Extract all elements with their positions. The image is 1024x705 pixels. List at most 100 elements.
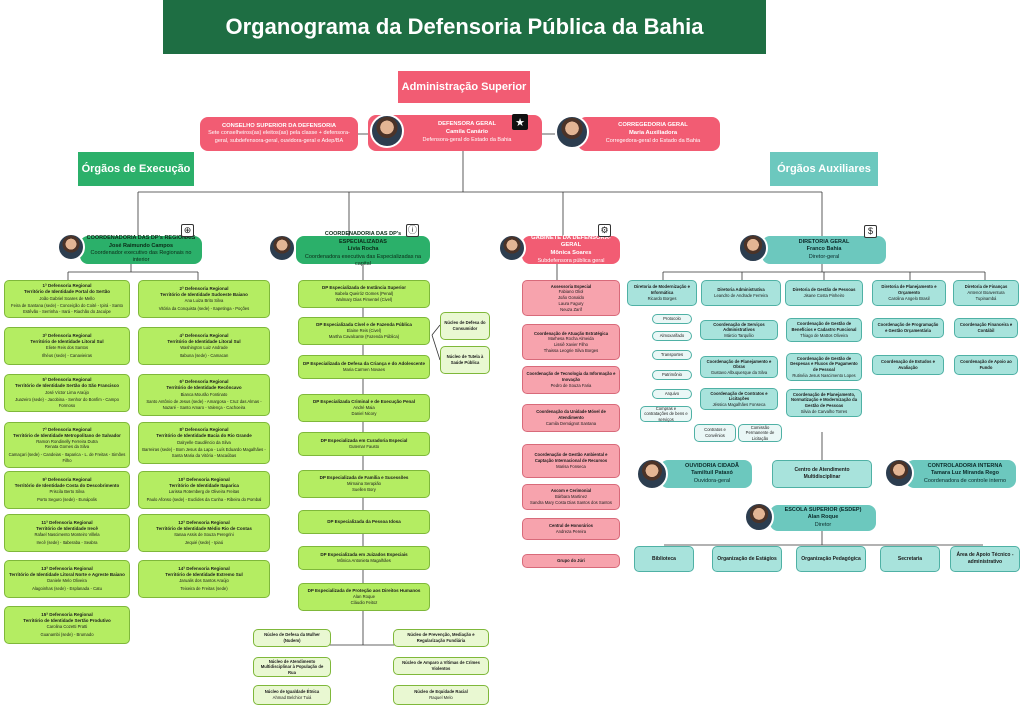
adm-patrimonio: Patrimônio — [652, 370, 692, 380]
especializada-item: DP Especializada de Defesa da Criança e … — [298, 355, 430, 379]
nucleo-saude: Núcleo de Tutela à Saúde Pública — [440, 346, 490, 374]
cde-name: Lívia Rocha — [347, 246, 379, 253]
gabinete-title: GABINETE DA DEFENSORA-GERAL — [531, 234, 611, 249]
corregedoria-title: CORREGEDORIA GERAL — [618, 122, 688, 129]
gp-coord-beneficios: Coordenação de Gestão de Benefícios e Ca… — [786, 318, 862, 342]
especializada-item: DP Especializada da Pessoa Idosa — [298, 510, 430, 534]
cdri-title: COORDENADORIA DAS DP's REGIONAIS — [86, 235, 196, 242]
diretoria-role: Diretor-geral — [808, 253, 840, 260]
nucleo-nudem: Núcleo de Defesa da Mulher (Nudem) — [253, 629, 331, 647]
adm-contratos-convenios: Contratos e Convênios — [694, 424, 736, 442]
cdri-avatar — [57, 233, 85, 261]
corregedoria-box: CORREGEDORIA GERAL Maria Auxiliadora Cor… — [578, 117, 720, 151]
diretoria-title: DIRETORIA GERAL — [798, 238, 850, 245]
info-icon: ⓘ — [406, 224, 419, 237]
orgaos-auxiliares-header: Órgãos Auxiliares — [770, 152, 878, 186]
escola-pedagogica: Organização Pedagógica — [796, 546, 866, 572]
po-coord-estudos: Coordenação de Estudos e Avaliação — [872, 355, 944, 375]
star-icon: ★ — [512, 114, 528, 130]
gabinete-item: Coordenação da Unidade Móvel de Atendime… — [522, 404, 620, 432]
dollar-icon: $ — [864, 225, 877, 238]
defensora-name: Camila Canário — [445, 129, 489, 136]
cdri-box: COORDENADORIA DAS DP's REGIONAIS José Ra… — [80, 235, 202, 264]
adm-comissao-licitacao: Comissão Permanente de Licitação — [738, 424, 782, 442]
adm-protocolo: Protocolo — [652, 314, 692, 324]
orgaos-execucao-header: Órgãos de Execução — [78, 152, 194, 186]
adm-transportes: Transportes — [652, 350, 692, 360]
gabinete-item: Grupo do Júri — [522, 554, 620, 568]
centro-atendimento-box: Centro de Atendimento Multidisciplinar — [772, 460, 872, 488]
controladoria-avatar — [884, 458, 914, 488]
defensora-role: Defensora-geral do Estado da Bahia — [422, 137, 512, 144]
diretoria-name: Franco Bahia — [806, 246, 842, 253]
fin-coord-financeira: Coordenação Financeira e Contábil — [954, 318, 1018, 338]
escola-biblioteca: Biblioteca — [634, 546, 694, 572]
ouvidoria-avatar — [636, 458, 668, 490]
gp-coord-planejamento: Coordenação de Planejamento, Normatizaçã… — [786, 389, 862, 417]
escola-box: ESCOLA SUPERIOR (ESDEP) Alan Roque Diret… — [770, 505, 876, 531]
conselho-title: CONSELHO SUPERIOR DA DEFENSORIA — [221, 122, 337, 129]
diretoria-box: DIRETORIA GERAL Franco Bahia Diretor-ger… — [762, 236, 886, 264]
escola-apoio: Área de Apoio Técnico - administrativo — [950, 546, 1020, 572]
diretoria-avatar — [738, 233, 768, 263]
ouvidoria-box: OUVIDORIA CIDADÃ Tamiltuil Pataxó Ouvido… — [660, 460, 752, 488]
conselho-superior-box: CONSELHO SUPERIOR DA DEFENSORIA Sete con… — [200, 117, 358, 151]
gear-icon: ⚙ — [598, 224, 611, 237]
globe-icon: ⊕ — [181, 224, 194, 237]
gabinete-box: GABINETE DA DEFENSORA-GERAL Mônica Soare… — [522, 234, 620, 265]
gabinete-item: Coordenação de Tecnologia da Informação … — [522, 366, 620, 394]
nucleo-consumidor: Núcleo de Defesa do Consumidor — [440, 312, 490, 340]
gabinete-name: Mônica Soares — [550, 250, 592, 257]
cde-title: COORDENADORIA DAS DP's ESPECIALIZADAS — [324, 231, 402, 245]
controladoria-box: CONTROLADORIA INTERNA Tamara Luz Miranda… — [906, 460, 1016, 488]
defensora-title: DEFENSORA GERAL — [437, 121, 497, 128]
corregedoria-avatar — [555, 115, 589, 149]
adm-superior-header: Administração Superior — [398, 71, 530, 103]
cdri-name: José Raimundo Campos — [108, 242, 174, 249]
especializada-item: DP Especializada de Proteção aos Direito… — [298, 583, 430, 611]
corregedoria-role: Corregedora-geral do Estado da Bahia — [605, 138, 701, 145]
nucleo-fundiaria: Núcleo de Prevenção, Mediação e Regulari… — [393, 629, 489, 647]
escola-avatar — [744, 502, 774, 532]
escola-estagios: Organização de Estágios — [712, 546, 782, 572]
nucleo-vitimas: Núcleo de Amparo a Vítimas de Crimes Vio… — [393, 657, 489, 675]
cde-role: Coordenadora executiva das Especializada… — [304, 253, 422, 268]
especializada-item: DP Especializada Criminal e de Execução … — [298, 394, 430, 422]
adm-arquivo: Arquivo — [652, 389, 692, 399]
nucleo-populacao-rua: Núcleo de Atendimento Multidisciplinar à… — [253, 657, 331, 677]
cde-avatar — [268, 234, 296, 262]
conselho-desc: Sete conselheiros(as) eleitos(as) pela c… — [208, 130, 350, 144]
adm-almoxarifado: Almoxarifado — [652, 331, 692, 341]
gabinete-role: Subdefensora pública geral — [537, 258, 605, 265]
